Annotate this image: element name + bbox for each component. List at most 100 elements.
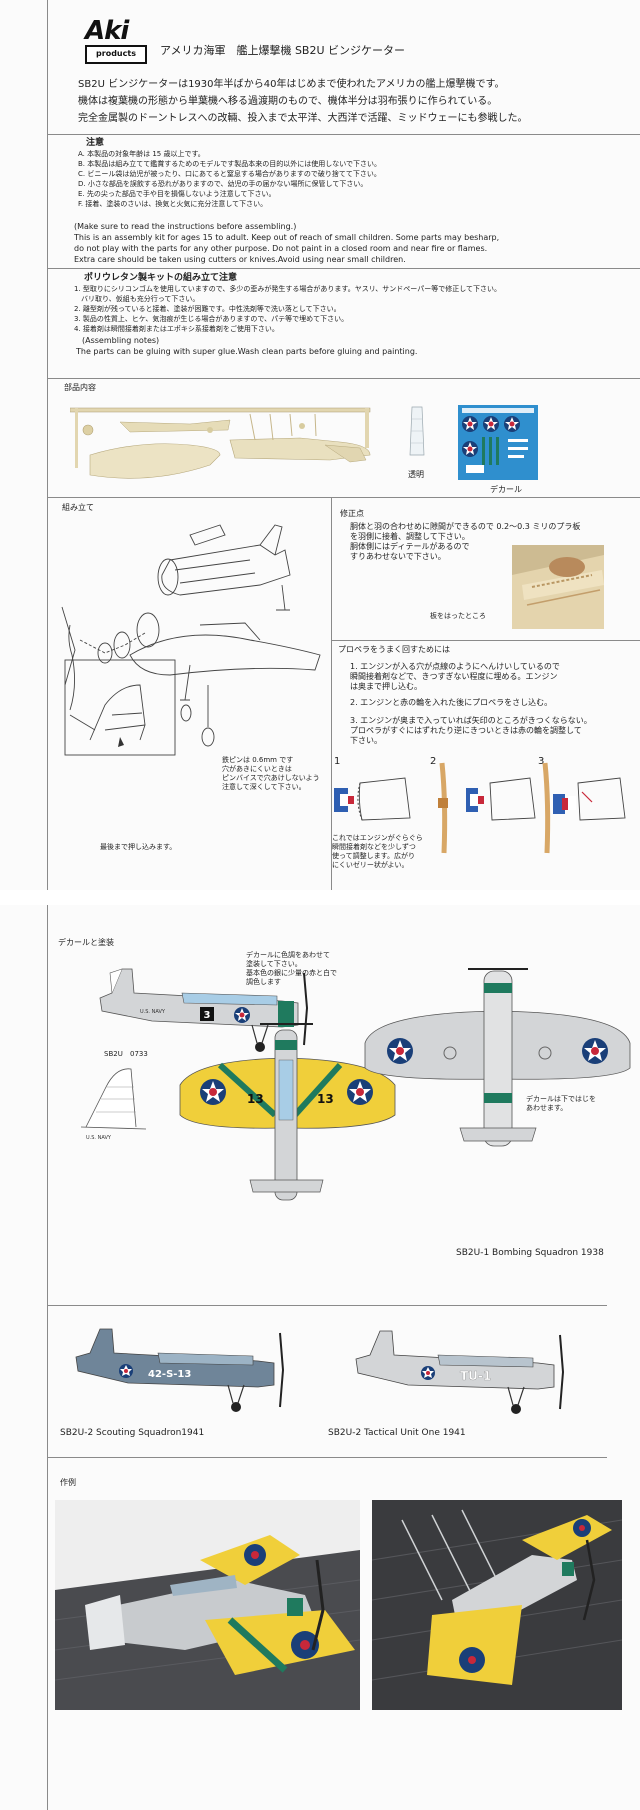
tail-navy-text: U.S. NAVY <box>86 1135 112 1141</box>
wing-roundel-right <box>347 1079 373 1105</box>
intro-line-1: SB2U ビンジケーターは1930年半ばから40年はじめまで使われたアメリカの艦… <box>78 79 505 90</box>
caution-item: F. 接着、塗装のさいは、換気と火気に充分注意して下さい。 <box>78 200 268 208</box>
side-code-text: 3 <box>204 1010 211 1021</box>
propeller-step: 瞬間接着剤などで、きつすぎない程度に埋める。エンジン <box>350 672 558 681</box>
propeller-step: 1. エンジンが入る穴が点線のようにへんけいしているので <box>350 662 560 671</box>
correction-heading: 修正点 <box>340 509 364 518</box>
example-photo-left <box>55 1500 360 1710</box>
instruction-sheet-2: デカールと塗装 デカールに色調をあわせて 塗装して下さい。 基本色の銀に少量の赤… <box>0 905 640 1810</box>
divider <box>47 134 640 135</box>
column-divider <box>331 497 332 890</box>
correction-line: 胴体と羽の合わせめに隙間ができるので 0.2～0.3 ミリのプラ板 <box>350 522 581 531</box>
english-caution: (Make sure to read the instructions befo… <box>74 222 297 231</box>
decal-sheet <box>458 405 538 480</box>
exploded-assembly-diagram <box>61 524 321 756</box>
bottom-note: 使って調整します。広がり <box>332 852 415 860</box>
propeller-step: 下さい。 <box>350 736 382 745</box>
correction-photo <box>512 545 604 629</box>
decal-heading: デカールと塗装 <box>58 938 114 947</box>
caution-item: A. 本製品の対象年齢は 15 歳以上です。 <box>78 150 205 158</box>
left-margin-line <box>47 905 48 1810</box>
push-note: 最後まで押し込みます。 <box>100 843 177 851</box>
decal-note-right: あわせます。 <box>526 1104 568 1112</box>
correction-line: すりあわせないで下さい。 <box>350 552 446 561</box>
top-view-sb2u-1: 13 13 <box>179 1023 396 1201</box>
propeller-step: は奥まで押し込む。 <box>350 682 422 691</box>
caution-item: D. 小さな部品を誤飲する恐れがありますので、幼児の手の届かない場所に保管して下… <box>78 180 368 188</box>
correction-line: を羽側に接着、調整して下さい。 <box>350 532 470 541</box>
code-0733: 0733 <box>130 1050 148 1058</box>
wire-note: 注意して深くして下さい。 <box>222 783 306 791</box>
assembly-heading: 組み立て <box>62 503 94 512</box>
step-number: 1 <box>334 756 341 767</box>
notes-heading: (Assembling notes) <box>82 336 160 345</box>
caution-item: B. 本製品は組み立てて鑑賞するためのモデルです製品本来の目的以外には使用しない… <box>78 160 382 168</box>
divider <box>331 640 640 641</box>
step3-propeller <box>542 762 626 854</box>
divider <box>47 1457 607 1458</box>
scout-code: 42-S-13 <box>148 1369 191 1380</box>
wing-code-right: 13 <box>317 1092 334 1106</box>
caution-heading: 注意 <box>86 138 105 148</box>
clear-canopy-part <box>409 406 425 456</box>
wire-note: 鉄ピンは 0.6mm です <box>222 756 294 764</box>
under-roundel-right <box>582 1038 608 1064</box>
logo-text: Aki <box>85 16 129 46</box>
step-number: 3 <box>538 756 545 767</box>
side-roundel <box>234 1007 250 1023</box>
caution-item: E. 先の尖った部品で手や目を損傷しないよう注意して下さい。 <box>78 190 276 198</box>
intro-line-3: 完全金属製のドーントレスへの改輛、投入まで太平洋、大西洋で活躍、ミッドウェーにも… <box>78 113 528 124</box>
step1-engine <box>334 777 411 821</box>
caption-scout: SB2U-2 Scouting Squadron1941 <box>60 1428 205 1438</box>
propeller-heading: プロペラをうまく回すためには <box>338 645 450 654</box>
divider <box>47 497 640 498</box>
aki-logo: Aki products <box>85 16 147 64</box>
side-view-sb2u-2-tactical: TU-1 <box>355 1330 565 1414</box>
decal-note-right: デカールは下ではじを <box>526 1095 596 1103</box>
decal-roundel <box>462 416 478 432</box>
decal-note-top: 調色します <box>246 978 281 986</box>
divider <box>47 268 640 269</box>
propeller-step: 3. エンジンが奥まで入っていれば矢印のところがきつくならない。 <box>350 716 592 725</box>
resin-parts-sprue <box>70 407 371 479</box>
kit-item: 3. 製品の性質上、ヒケ、気泡痕が生じる場合がありますので、パテ等で埋めて下さい… <box>74 315 349 323</box>
english-caution: This is an assembly kit for ages 15 to a… <box>74 233 500 242</box>
left-margin-line <box>47 0 48 890</box>
propeller-steps-diagram <box>334 762 626 854</box>
logo-products: products <box>85 45 147 64</box>
caption-main: SB2U-1 Bombing Squadron 1938 <box>456 1248 604 1258</box>
step2-propeller <box>438 762 536 854</box>
side-view-sb2u-1: 3 U.S. NAVY <box>99 968 309 1052</box>
side-view-sb2u-2-scout: 42-S-13 <box>75 1328 285 1412</box>
english-caution: do not play with the parts for any other… <box>74 244 488 253</box>
propeller-step: プロペラがすぐにはずれたり逆にきついときは赤の輪を調整して <box>350 726 582 735</box>
kit-item: バリ取り、仮組も充分行って下さい。 <box>74 295 200 303</box>
wire-note: 穴があきにくいときは <box>222 765 292 773</box>
page-title: アメリカ海軍 艦上爆撃機 SB2U ビンジケーター <box>160 44 406 57</box>
caution-item: C. ビニール袋は幼児が被ったり、口にあてると窒息する場合がありますので破り捨て… <box>78 170 381 178</box>
bottom-view-sb2u-1 <box>364 968 631 1147</box>
examples-heading: 作例 <box>60 1478 76 1487</box>
example-photo-right <box>372 1500 622 1710</box>
english-caution: Extra care should be taken using cutters… <box>74 255 406 264</box>
scout-roundel <box>119 1364 133 1378</box>
parts-heading: 部品内容 <box>64 383 96 392</box>
clear-part-label: 透明 <box>408 470 424 479</box>
caption-tactical: SB2U-2 Tactical Unit One 1941 <box>328 1428 466 1438</box>
instruction-sheet-1: Aki products アメリカ海軍 艦上爆撃機 SB2U ビンジケーター S… <box>0 0 640 890</box>
decal-note-top: デカールに色調をあわせて <box>246 951 330 959</box>
bottom-note: にくいゼリー状がよい。 <box>332 861 409 869</box>
intro-line-2: 機体は複葉機の形態から単葉機へ移る過渡期のもので、機体半分は羽布張りに作られてい… <box>78 96 498 107</box>
kit-heading: ポリウレタン製キットの組み立て注意 <box>84 273 238 283</box>
kit-item: 1. 型取りにシリコンゴムを使用していますので、多少の歪みが発生する場合がありま… <box>74 285 502 293</box>
divider <box>47 1305 607 1306</box>
correction-line: 胴体側にはディテールがあるので <box>350 542 470 551</box>
decal-label: デカール <box>490 485 522 494</box>
wing-roundel-left <box>200 1079 226 1105</box>
notes-text: The parts can be gluing with super glue.… <box>76 347 418 356</box>
step-number: 2 <box>430 756 437 767</box>
wing-code-left: 13 <box>247 1092 264 1106</box>
kit-item: 4. 接着剤は瞬間接着剤またはエポキシ系接着剤をご使用下さい。 <box>74 325 279 333</box>
bottom-note: これではエンジンがぐらぐら <box>332 834 423 842</box>
wire-note: ピンバイスで穴あけしないよう <box>222 774 320 782</box>
